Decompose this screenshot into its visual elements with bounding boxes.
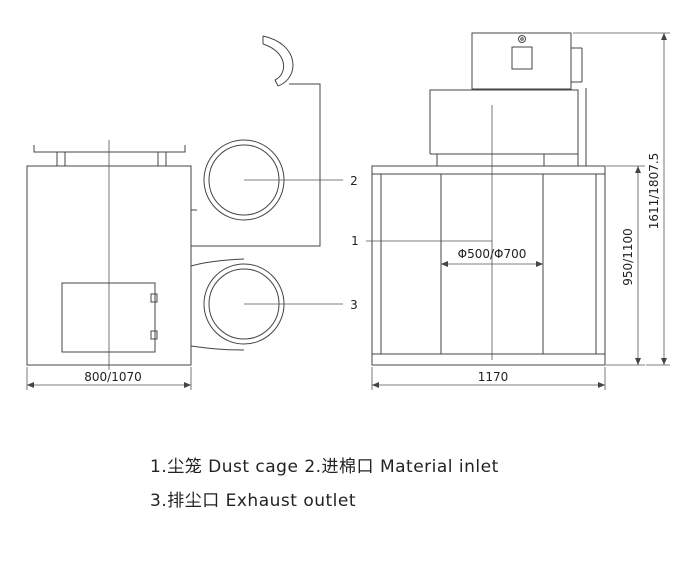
side-door — [61, 282, 156, 353]
door-hinge-bottom — [150, 330, 158, 340]
total-height-label: 1611/1807.5 — [647, 153, 661, 230]
front-width-label: 1170 — [478, 370, 509, 384]
side-top-rail — [33, 145, 186, 167]
dust-cage-frame — [371, 165, 606, 366]
inlet-hood — [262, 35, 294, 87]
side-view — [26, 35, 343, 390]
side-width-dimension — [26, 367, 192, 390]
callout-1: 1 — [351, 234, 359, 248]
side-width-label: 800/1070 — [84, 370, 142, 384]
front-width-dimension — [371, 367, 606, 390]
front-duct-box — [429, 88, 587, 166]
door-hinge-top — [150, 293, 158, 303]
technical-drawing: 800/1070 1170 Φ500/Φ700 950/1100 1611/18… — [26, 32, 670, 390]
front-view — [366, 32, 670, 390]
callout-3: 3 — [350, 298, 358, 312]
front-fan-box — [471, 32, 583, 90]
legend-line-1: 1.尘笼 Dust cage 2.进棉口 Material inlet — [150, 457, 499, 477]
exhaust-outlet — [190, 258, 285, 351]
legend-line-2: 3.排尘口 Exhaust outlet — [150, 491, 357, 511]
cage-height-dimension — [606, 165, 645, 366]
drum-diameter-label: Φ500/Φ700 — [458, 247, 527, 261]
material-inlet-duct — [191, 83, 321, 247]
cage-height-label: 950/1100 — [621, 228, 635, 286]
total-height-dimension — [573, 32, 670, 366]
callout-2: 2 — [350, 174, 358, 188]
